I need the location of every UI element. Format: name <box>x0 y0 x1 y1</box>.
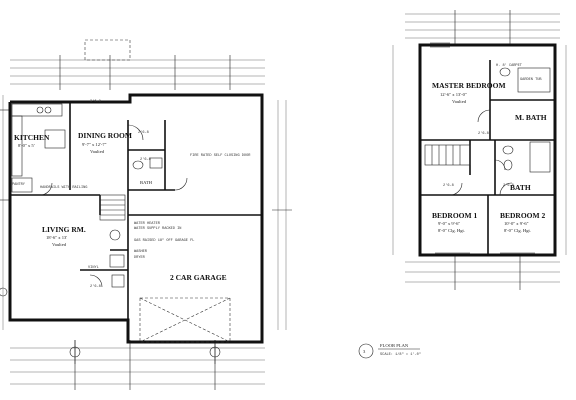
door-swings <box>39 124 188 288</box>
door-size-b: 2'6-8 <box>140 157 151 162</box>
drawing-number: 3 <box>363 349 366 354</box>
fire-door-note: FIRE RATED SELF CLOSING DOOR <box>190 154 251 158</box>
bath-fixtures <box>132 157 163 170</box>
bedroom-2-label: BEDROOM 2 <box>500 211 545 220</box>
master-bath-label: M. BATH <box>515 113 547 122</box>
vinyl-label: VINYL <box>88 266 99 270</box>
door-size-c: 2'6-8 <box>90 284 101 289</box>
upper-staircase <box>424 144 471 166</box>
carpet-note: H. 8' CARPET <box>496 63 523 68</box>
side-dimension-lines <box>0 95 292 330</box>
dryer-label: DRYER <box>134 256 146 260</box>
upper-bath-label: BATH <box>510 183 531 192</box>
utility-fixtures <box>109 229 125 288</box>
garage-door <box>139 297 231 343</box>
bedroom-1-note: 8'-0" Clg. Hgt. <box>438 228 465 233</box>
ground-floor-plan: KITCHEN 8'-0" x 5' DINING ROOM 9'-7" x 1… <box>0 39 292 390</box>
kitchen-label: KITCHEN <box>14 133 50 142</box>
kitchen-size: 8'-0" x 5' <box>18 143 35 148</box>
master-bedroom-size: 12'-6" x 13'-0" <box>440 92 467 97</box>
drawing-scale: SCALE: 1/8" = 1'-0" <box>380 352 421 357</box>
title-block: 3 FLOOR PLAN SCALE: 1/8" = 1'-0" <box>358 343 421 359</box>
master-bedroom-label: MASTER BEDROOM <box>432 81 506 90</box>
master-bedroom-note: Vaulted <box>452 99 467 104</box>
interior-walls <box>10 102 262 342</box>
upper-door-size-b: 2'6-8 <box>443 183 454 188</box>
stair-note: HANDRAILS WITH RAILING <box>40 186 87 190</box>
door-size-a: 2'6-8 <box>138 130 149 135</box>
garden-tub-label: GARDEN TUB <box>520 78 542 82</box>
garage-gas-note: GAS RAISED 18" OFF GARAGE FL <box>134 238 194 243</box>
washer-label: WASHER <box>134 250 148 254</box>
living-room-label: LIVING RM. <box>42 225 86 234</box>
upper-floor-plan: MASTER BEDROOM 12'-6" x 13'-0" Vaulted M… <box>392 10 567 290</box>
living-room-size: 18'-6" x 13' <box>46 235 67 240</box>
bottom-dimension-lines <box>10 340 265 390</box>
section-markers <box>0 287 221 364</box>
window-markers <box>430 42 535 254</box>
exterior-walls <box>8 93 264 344</box>
dining-room-label: DINING ROOM <box>78 131 132 140</box>
water-supply-note: WATER SUPPLY RACKED IN <box>134 227 181 231</box>
upper-door-size-c: 2'6-8 <box>503 183 514 188</box>
drawing-number-bubble <box>358 343 374 359</box>
door-size-d: 3'6-8 <box>90 99 101 104</box>
bedroom-1-label: BEDROOM 1 <box>432 211 477 220</box>
drawing-title: FLOOR PLAN <box>380 343 409 348</box>
dining-room-note: Vaulted <box>90 149 105 154</box>
living-room-note: Vaulted <box>52 242 67 247</box>
bath-label: BATH <box>140 180 153 185</box>
top-dimension-lines <box>10 39 265 90</box>
pantry-label: PANTRY <box>12 183 26 187</box>
bedroom-1-size: 9'-0" x 9'-6" <box>438 221 460 226</box>
kitchen-counters <box>11 103 66 193</box>
upper-door-size-a: 2'6-8 <box>478 131 489 136</box>
upper-interior-walls <box>420 60 555 255</box>
garage-label: 2 CAR GARAGE <box>170 273 227 282</box>
dining-room-size: 9'-7" x 12'-7" <box>82 142 107 147</box>
staircase <box>99 194 126 221</box>
upper-dimension-lines <box>392 10 567 290</box>
bedroom-2-size: 10'-0" x 9'-6" <box>504 221 529 226</box>
bedroom-2-note: 8'-0" Clg. Hgt. <box>504 228 531 233</box>
upper-door-swings <box>449 109 513 196</box>
water-heater-note: WATER HEATER <box>134 222 161 226</box>
